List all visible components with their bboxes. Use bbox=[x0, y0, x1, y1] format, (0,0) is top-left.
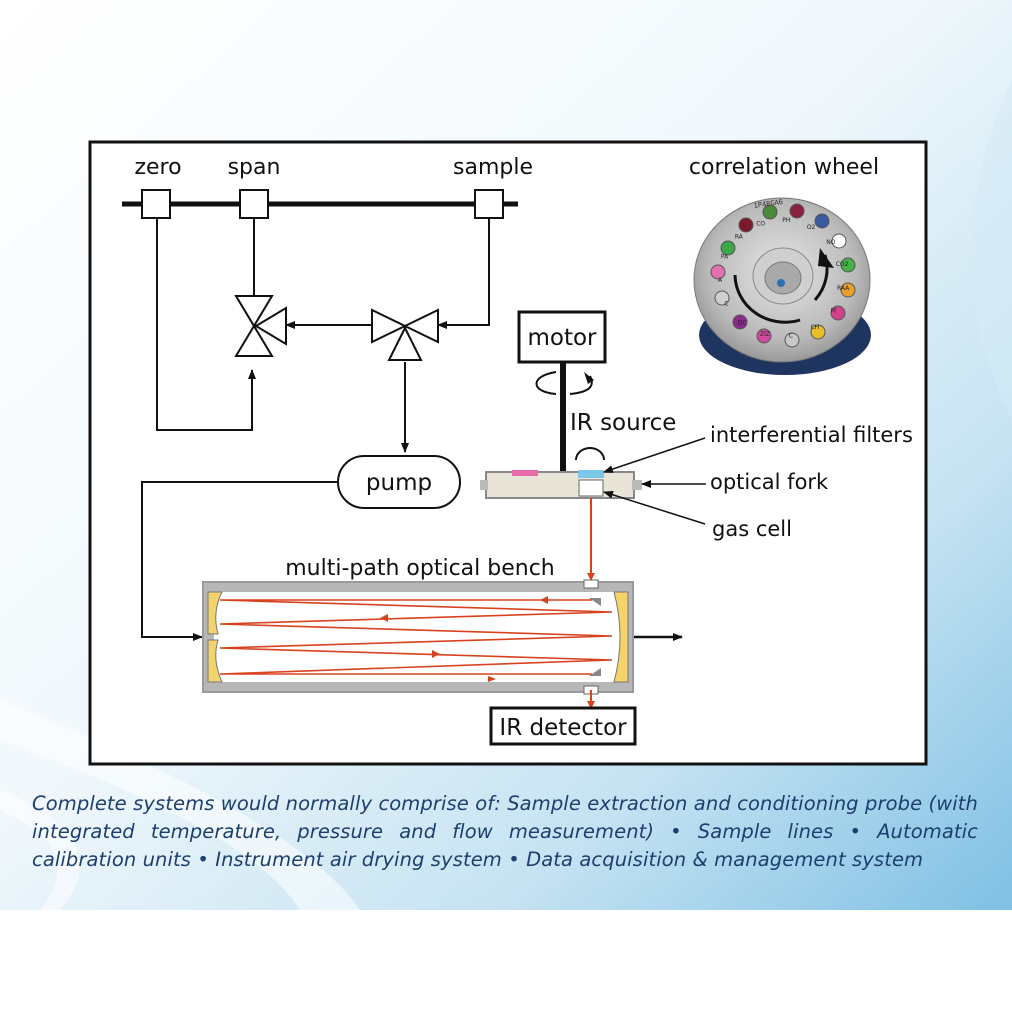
gas-cell bbox=[578, 479, 604, 497]
wheel-marking: CH bbox=[811, 324, 820, 331]
wheel-marking: C bbox=[724, 301, 728, 308]
correlation-wheel-photo: 1P4BGA6 bbox=[686, 190, 878, 380]
correlation-wheel-label: correlation wheel bbox=[689, 155, 879, 180]
span-port bbox=[239, 189, 269, 219]
zero-label: zero bbox=[134, 155, 181, 180]
wheel-marking: RAA bbox=[837, 285, 850, 292]
bench-label: multi-path optical bench bbox=[285, 556, 555, 581]
wheel-marking: PH bbox=[782, 217, 790, 224]
mirror-left-bottom bbox=[207, 639, 223, 683]
beam-arrows bbox=[380, 596, 548, 682]
pink-filter bbox=[512, 470, 538, 476]
wheel-marking: CO2 bbox=[836, 261, 849, 268]
zero-port bbox=[141, 189, 171, 219]
span-label: span bbox=[228, 155, 281, 180]
motor-label: motor bbox=[527, 325, 597, 351]
interferential-filter bbox=[578, 470, 604, 478]
filters-pointer bbox=[603, 437, 706, 473]
wheel-marking: NO bbox=[826, 239, 835, 246]
fork-stub-right bbox=[632, 480, 642, 490]
wheel-marking: ZIZ bbox=[760, 331, 770, 338]
sample-port bbox=[474, 189, 504, 219]
ir-detector-box bbox=[489, 706, 637, 746]
zero-line bbox=[156, 218, 256, 431]
ir-detector-label: IR detector bbox=[499, 715, 627, 741]
wheel-marking: DC bbox=[738, 320, 747, 327]
analyzer-diagram: zero span sample pump motor IR source in… bbox=[88, 140, 928, 766]
ir-source-label: IR source bbox=[570, 410, 676, 436]
valve-right bbox=[371, 308, 439, 361]
wheel-marking: A bbox=[718, 277, 723, 284]
entry-window bbox=[583, 579, 599, 589]
sample-label: sample bbox=[453, 155, 533, 180]
wheel-marking: CO bbox=[756, 221, 765, 228]
bench-feed bbox=[141, 481, 340, 641]
interferential-filters-label: interferential filters bbox=[710, 423, 913, 447]
wheel-marking: C bbox=[789, 332, 793, 339]
beam-paths bbox=[219, 599, 613, 675]
gas-cell-pointer bbox=[603, 490, 706, 525]
optical-fork-label: optical fork bbox=[710, 470, 829, 494]
wheel-marking: PA bbox=[721, 253, 729, 260]
gas-cell-label: gas cell bbox=[712, 517, 792, 541]
mirror-right bbox=[613, 591, 629, 683]
wheel-marking: M bbox=[831, 307, 836, 314]
ir-source-lamp bbox=[575, 447, 605, 461]
fork-stub-left bbox=[480, 480, 488, 490]
caption-text: Complete systems would normally comprise… bbox=[32, 792, 978, 871]
pump bbox=[337, 455, 461, 509]
sample-line bbox=[437, 218, 490, 329]
valve-left bbox=[234, 295, 287, 357]
mirror-left-top bbox=[207, 591, 223, 635]
wheel-marking: RA bbox=[735, 233, 744, 240]
pump-label: pump bbox=[366, 470, 432, 496]
wheel-marking: O2 bbox=[807, 224, 816, 231]
rotation-arrow-head bbox=[584, 372, 594, 384]
